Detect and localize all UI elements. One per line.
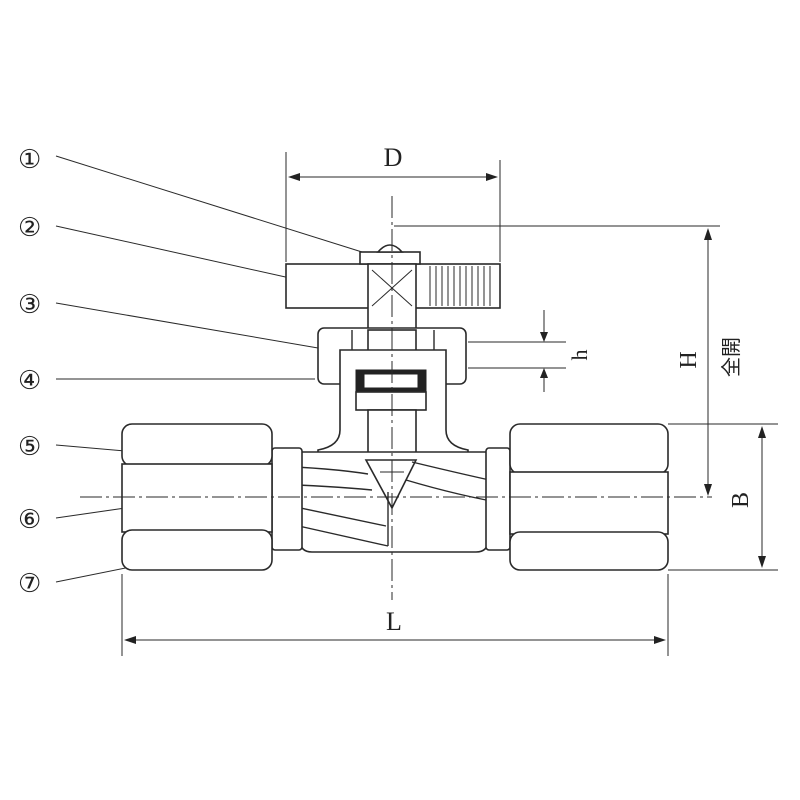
left-nut-top [121, 423, 273, 467]
handwheel-knurling [429, 266, 491, 306]
dim-L-label: L [386, 607, 402, 636]
left-nut-bottom [121, 529, 273, 571]
dim-h-label: h [567, 350, 592, 361]
callout-4: ④ [18, 366, 41, 396]
callout-2: ② [18, 213, 41, 243]
dim-H-label: H [676, 351, 702, 368]
top-nut-dome [376, 244, 404, 253]
right-sleeve [485, 447, 511, 551]
dimension-H: H 全開 [394, 225, 743, 496]
dimension-h: h [468, 310, 592, 392]
dimension-D: D [285, 143, 501, 262]
right-nut-bottom [509, 531, 669, 571]
left-fitting [121, 423, 303, 571]
callout-3: ③ [18, 290, 41, 320]
dimension-B: B [668, 423, 778, 571]
callout-5: ⑤ [18, 432, 41, 462]
dim-full-open-label: 全開 [720, 337, 743, 377]
right-fitting [485, 423, 669, 571]
dimension-L: L [121, 574, 669, 656]
top-nut [359, 251, 421, 265]
callout-1: ① [18, 145, 41, 175]
leader-line-3 [55, 302, 319, 349]
dim-D-label: D [384, 143, 403, 172]
callout-7: ⑦ [18, 569, 41, 599]
left-nut-mid [121, 463, 273, 533]
leader-line-2 [55, 225, 291, 279]
leader-line-1 [55, 155, 363, 253]
right-nut-mid [509, 471, 669, 535]
right-nut-top [509, 423, 669, 475]
callout-6: ⑥ [18, 505, 41, 535]
dim-B-label: B [728, 492, 754, 508]
left-sleeve [271, 447, 303, 551]
